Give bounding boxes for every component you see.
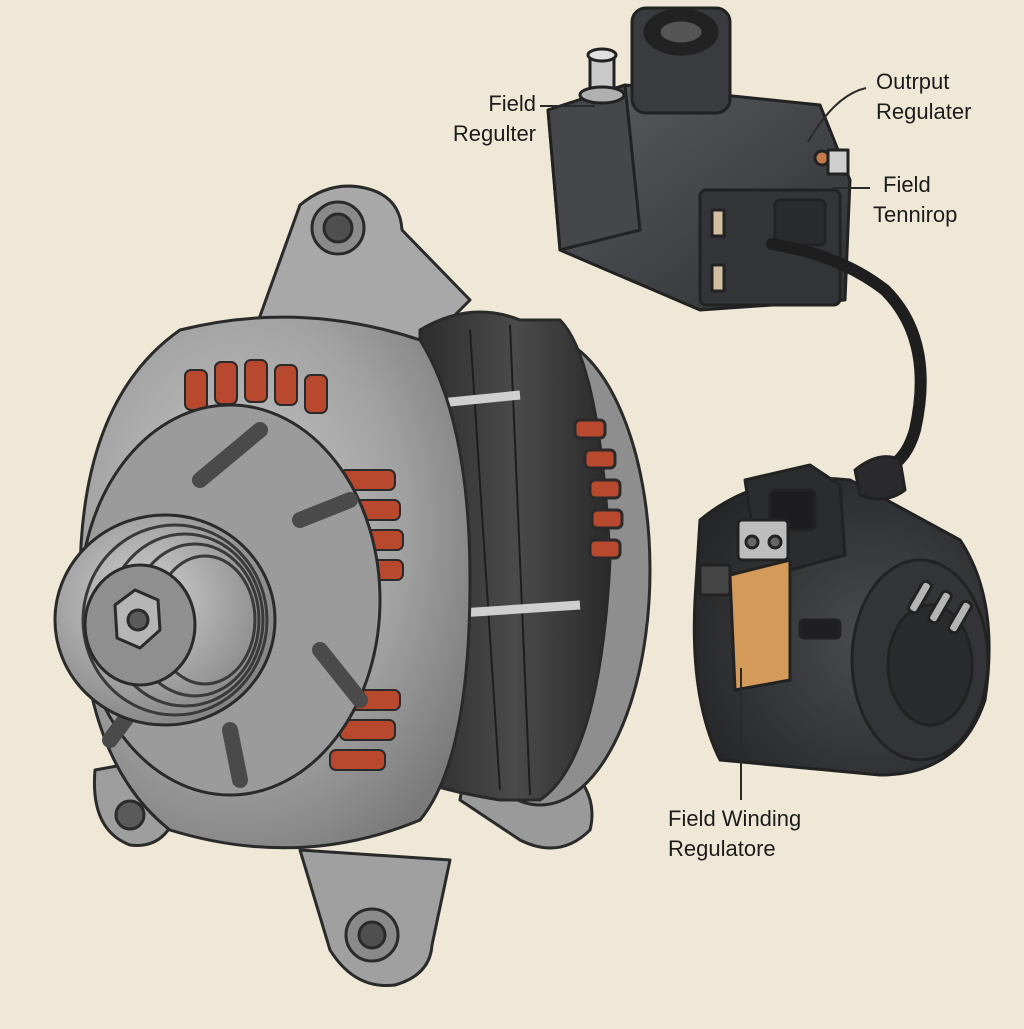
- field-winding-regulator: [692, 455, 991, 777]
- label-field-tenniror-line1: Field: [883, 172, 931, 197]
- label-field-winding: Field Winding Regulatore: [668, 804, 848, 864]
- label-field-winding-line2: Regulatore: [668, 836, 776, 861]
- leader-output-regulater: [807, 87, 867, 143]
- label-field-regulter-line2: Regulter: [452, 121, 536, 146]
- connecting-cable: [766, 238, 927, 476]
- label-output-regulater-line2: Regulater: [876, 99, 972, 124]
- regulator-vents: [907, 579, 973, 635]
- label-field-tenniror: Field Tennirор: [873, 170, 1013, 230]
- label-field-regulter-line1: Field: [488, 91, 536, 116]
- label-field-regulter: Field Regulter: [426, 89, 536, 149]
- label-output-regulater: Outrput Regulater: [876, 67, 1016, 127]
- label-output-regulater-line1: Outrput: [876, 69, 950, 94]
- copper-strap: [728, 558, 792, 692]
- label-field-tenniror-line2: Tennirор: [873, 202, 958, 227]
- top-regulator-module: [546, 6, 852, 312]
- bracket: [736, 518, 790, 562]
- leader-lines: [540, 87, 870, 800]
- rear-windings: [573, 418, 624, 560]
- alternator: [53, 184, 652, 988]
- pulley: [53, 513, 277, 727]
- label-field-winding-line1: Field Winding: [668, 806, 802, 831]
- upper-mounting-ear: [253, 184, 472, 342]
- stator-band: [418, 310, 612, 802]
